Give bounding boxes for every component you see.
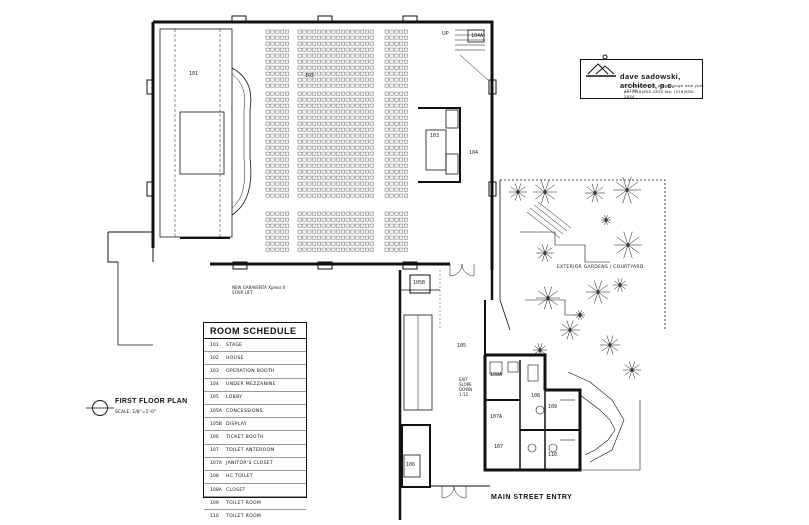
room-tag-105b: 105B <box>413 280 426 286</box>
auditorium-seating <box>265 29 408 252</box>
firm-address: 97 mason road, petersburgh new york 1213… <box>624 83 704 93</box>
room-schedule-row: 105B DISPLAY <box>204 418 306 432</box>
room-schedule: ROOM SCHEDULE 101 STAGE 102 HOUSE 103 OPERATI… <box>203 322 307 519</box>
title-block: dave sadowski, architect, p.c. 97 mason … <box>580 55 705 100</box>
room-number: 103 <box>210 368 219 374</box>
room-name: TOILET ANTEROOM <box>226 448 275 454</box>
room-name: STAGE <box>226 342 243 348</box>
room-schedule-row: 109 TOILET ROOM <box>204 497 306 511</box>
room-tag-103: 103 <box>430 133 440 139</box>
room-schedule-row: 103 OPERATION BOOTH <box>204 365 306 379</box>
stair-lift-note: NEW GARAVENTA Xpress II STAIR LIFT <box>232 285 286 295</box>
room-number: 108 <box>210 474 219 480</box>
room-schedule-rows: 101 STAGE 102 HOUSE 103 OPERATION BOOTH 104 UND… <box>204 339 306 523</box>
firm-name: dave sadowski, architect, p.c. <box>620 72 681 90</box>
room-tag-101: 101 <box>189 71 199 77</box>
room-name: JANITOR'S CLOSET <box>226 461 274 467</box>
room-name: TOILET ROOM <box>226 514 262 520</box>
room-schedule-row: 108A CLOSET <box>204 484 306 498</box>
main-street-entry-label: MAIN STREET ENTRY <box>491 494 573 501</box>
plan-number-circle <box>92 400 108 416</box>
room-name: HC TOILET <box>226 474 253 480</box>
plan-title: FIRST FLOOR PLAN <box>115 398 188 405</box>
room-name: CLOSET <box>226 487 246 493</box>
room-number: 105A <box>210 408 222 414</box>
room-tag-108: 108 <box>531 393 541 399</box>
title-block-border <box>580 59 703 99</box>
room-tag-107: 107 <box>494 444 504 450</box>
room-number: 101 <box>210 342 219 348</box>
room-name: TOILET ROOM <box>226 500 262 506</box>
courtyard-plantings <box>509 176 642 379</box>
room-number: 107 <box>210 448 219 454</box>
room-tag-102: 102 <box>305 73 315 79</box>
room-tag-104: 104 <box>469 150 479 156</box>
room-name: HOUSE <box>226 355 244 361</box>
room-schedule-row: 110 TOILET ROOM <box>204 510 306 522</box>
room-tag-104a: 104A <box>471 33 484 39</box>
room-number: 106 <box>210 434 219 440</box>
firm-logo <box>586 54 616 77</box>
room-number: 105B <box>210 421 222 427</box>
room-schedule-row: 107A JANITOR'S CLOSET <box>204 458 306 471</box>
room-schedule-title: ROOM SCHEDULE <box>204 323 306 339</box>
plan-scale: SCALE: 1/8"=1'-0" <box>115 410 157 415</box>
room-number: 110 <box>210 514 219 520</box>
room-name: LOBBY <box>226 395 243 401</box>
room-name: TICKET BOOTH <box>226 434 264 440</box>
stair-up-note: UP <box>442 31 449 37</box>
room-tag-105: 105 <box>457 343 467 349</box>
room-tag-107a: 107A <box>490 414 503 420</box>
room-schedule-row: 106 TICKET BOOTH <box>204 431 306 445</box>
room-number: 102 <box>210 355 219 361</box>
room-number: 104 <box>210 382 219 388</box>
exit-slope-note: EXIT SLOPE DOWN 1:12 <box>459 377 473 397</box>
room-name: CONCESSIONS <box>226 408 263 414</box>
room-tag-109: 109 <box>548 404 558 410</box>
room-number: 109 <box>210 500 219 506</box>
room-name: UNDER MEZZANINE <box>226 382 276 388</box>
room-schedule-row: 105 LOBBY <box>204 392 306 405</box>
room-number: 108A <box>210 487 222 493</box>
room-tag-110: 110 <box>548 452 558 458</box>
firm-phone: ph: (518)658-2830 fax: (518)658-2834 <box>624 89 695 99</box>
room-schedule-row: 107 TOILET ANTEROOM <box>204 445 306 458</box>
auditorium-outer-wall <box>153 20 494 270</box>
room-name: OPERATION BOOTH <box>226 368 275 374</box>
room-name: DISPLAY <box>226 421 247 427</box>
room-schedule-row: 104 UNDER MEZZANINE <box>204 379 306 392</box>
room-number: 105 <box>210 395 219 401</box>
room-number: 107A <box>210 461 222 467</box>
room-tag-108a: 108A <box>490 372 503 378</box>
stage-outline <box>159 28 233 238</box>
room-schedule-row: 105A CONCESSIONS <box>204 405 306 419</box>
courtyard-label: EXTERIOR GARDENS / COURTYARD <box>557 265 644 270</box>
room-tag-106: 106 <box>406 462 416 468</box>
room-schedule-row: 108 HC TOILET <box>204 471 306 485</box>
room-schedule-row: 102 HOUSE <box>204 352 306 366</box>
room-schedule-row: 101 STAGE <box>204 339 306 353</box>
